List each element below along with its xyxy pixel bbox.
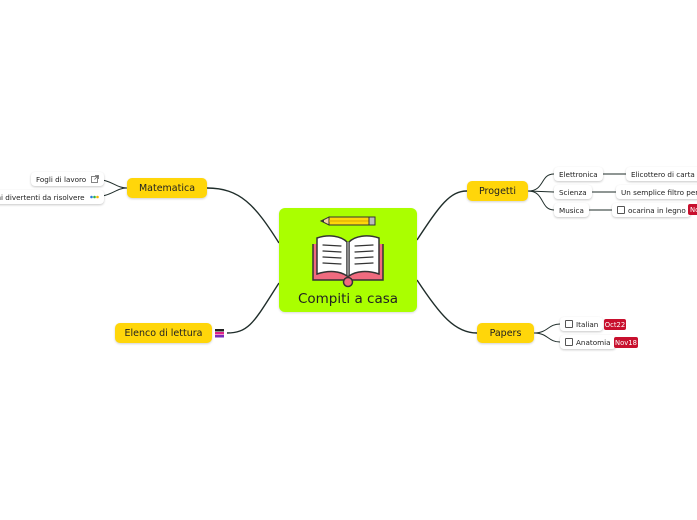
due-date-badge: Nov18 — [614, 337, 638, 348]
subtopic-musica[interactable]: Musica — [554, 203, 589, 217]
item-elicottero[interactable]: Elicottero di carta a — [626, 167, 697, 181]
topic-papers[interactable]: Papers — [477, 323, 534, 343]
subtopic-scienza[interactable]: Scienza — [554, 185, 592, 199]
central-topic[interactable]: Compiti a casa — [279, 208, 417, 312]
connector-papers — [416, 279, 478, 334]
task-italian[interactable]: Italian — [560, 317, 604, 331]
subtopic-label: Scienza — [559, 187, 587, 197]
task-checkbox[interactable] — [565, 320, 573, 328]
subtopic-elettronica[interactable]: Elettronica — [554, 167, 603, 181]
external-link-icon — [91, 175, 100, 183]
task-label: Italian — [576, 319, 599, 329]
item-label: ocarina in legno — [628, 205, 686, 215]
connector-matematica — [206, 187, 280, 244]
subtopic-label: Musica — [559, 205, 584, 215]
subtopic-label: mi divertenti da risolvere — [0, 192, 85, 202]
task-checkbox[interactable] — [617, 206, 625, 214]
topic-progetti-label: Progetti — [478, 185, 517, 197]
connector-elenco — [226, 282, 280, 334]
open-book-with-pencil-icon — [312, 216, 384, 288]
item-label: Elicottero di carta a — [631, 169, 697, 179]
list-dots-icon — [89, 195, 99, 199]
task-checkbox[interactable] — [565, 338, 573, 346]
book-stack-icon — [215, 329, 224, 338]
task-anatomia[interactable]: Anatomia — [560, 335, 616, 349]
subtopic-label: Elettronica — [559, 169, 598, 179]
topic-progetti[interactable]: Progetti — [467, 181, 528, 201]
due-date-badge: No — [688, 204, 697, 215]
subtopic-label: Fogli di lavoro — [36, 174, 87, 184]
connector-progetti — [416, 190, 468, 241]
subtopic-problemi[interactable]: mi divertenti da risolvere — [0, 190, 104, 204]
central-topic-title: Compiti a casa — [297, 291, 399, 307]
item-label: Un semplice filtro per l' — [621, 187, 697, 197]
topic-matematica-label: Matematica — [138, 182, 196, 194]
task-label: Anatomia — [576, 337, 611, 347]
topic-elenco-label: Elenco di lettura — [124, 327, 203, 339]
item-filtro[interactable]: Un semplice filtro per l' — [616, 185, 697, 199]
item-ocarina[interactable]: ocarina in legno — [612, 203, 691, 217]
topic-matematica[interactable]: Matematica — [127, 178, 207, 198]
topic-elenco-di-lettura[interactable]: Elenco di lettura — [115, 323, 212, 343]
subtopic-fogli-di-lavoro[interactable]: Fogli di lavoro — [31, 172, 105, 186]
topic-papers-label: Papers — [489, 327, 522, 339]
due-date-badge: Oct22 — [604, 319, 626, 330]
